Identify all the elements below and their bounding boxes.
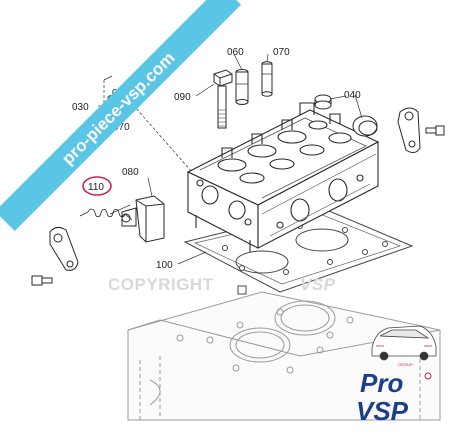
watermark-suffix: VSP — [300, 275, 336, 294]
callout-090: 090 — [174, 92, 191, 103]
cylinder-head — [186, 102, 380, 252]
cylinder-block — [127, 291, 441, 421]
watermark-text: COPYRIGHT — [108, 275, 214, 294]
valve-guide-060 — [235, 69, 249, 105]
bolt-090 — [213, 69, 233, 129]
callout-080: 080 — [122, 167, 139, 178]
logo-word-pro: Pro — [360, 368, 403, 398]
callout-070: 070 — [273, 47, 290, 58]
valve-guide-070 — [261, 61, 273, 97]
provsp-logo: GROUP Pro VSP — [356, 325, 437, 426]
dowel-pin — [237, 285, 247, 295]
callout-040-plug: 040 — [344, 90, 361, 101]
logo-word-vsp: VSP — [356, 396, 409, 426]
callout-030: 030 — [72, 102, 89, 113]
right-lifting-bracket — [397, 107, 421, 154]
callout-100: 100 — [156, 260, 173, 271]
logo-accent-dot — [424, 372, 432, 380]
plug-040-top — [314, 94, 332, 110]
car-logo-icon — [371, 325, 437, 361]
logo-tag: GROUP — [398, 362, 413, 367]
left-bracket-bolt — [31, 275, 53, 286]
plug-040-side — [352, 115, 378, 137]
callout-070-group: 070 — [113, 122, 130, 133]
bracket-080 — [121, 195, 165, 243]
copyright-watermark: COPYRIGHT VSP — [108, 275, 336, 294]
callout-060: 060 — [227, 47, 244, 58]
highlight-ring-110 — [82, 176, 112, 196]
right-bracket-bolt — [425, 125, 445, 136]
callout-110[interactable]: 110 — [88, 182, 104, 193]
spring-110 — [79, 208, 133, 221]
left-lifting-bracket — [49, 226, 79, 271]
